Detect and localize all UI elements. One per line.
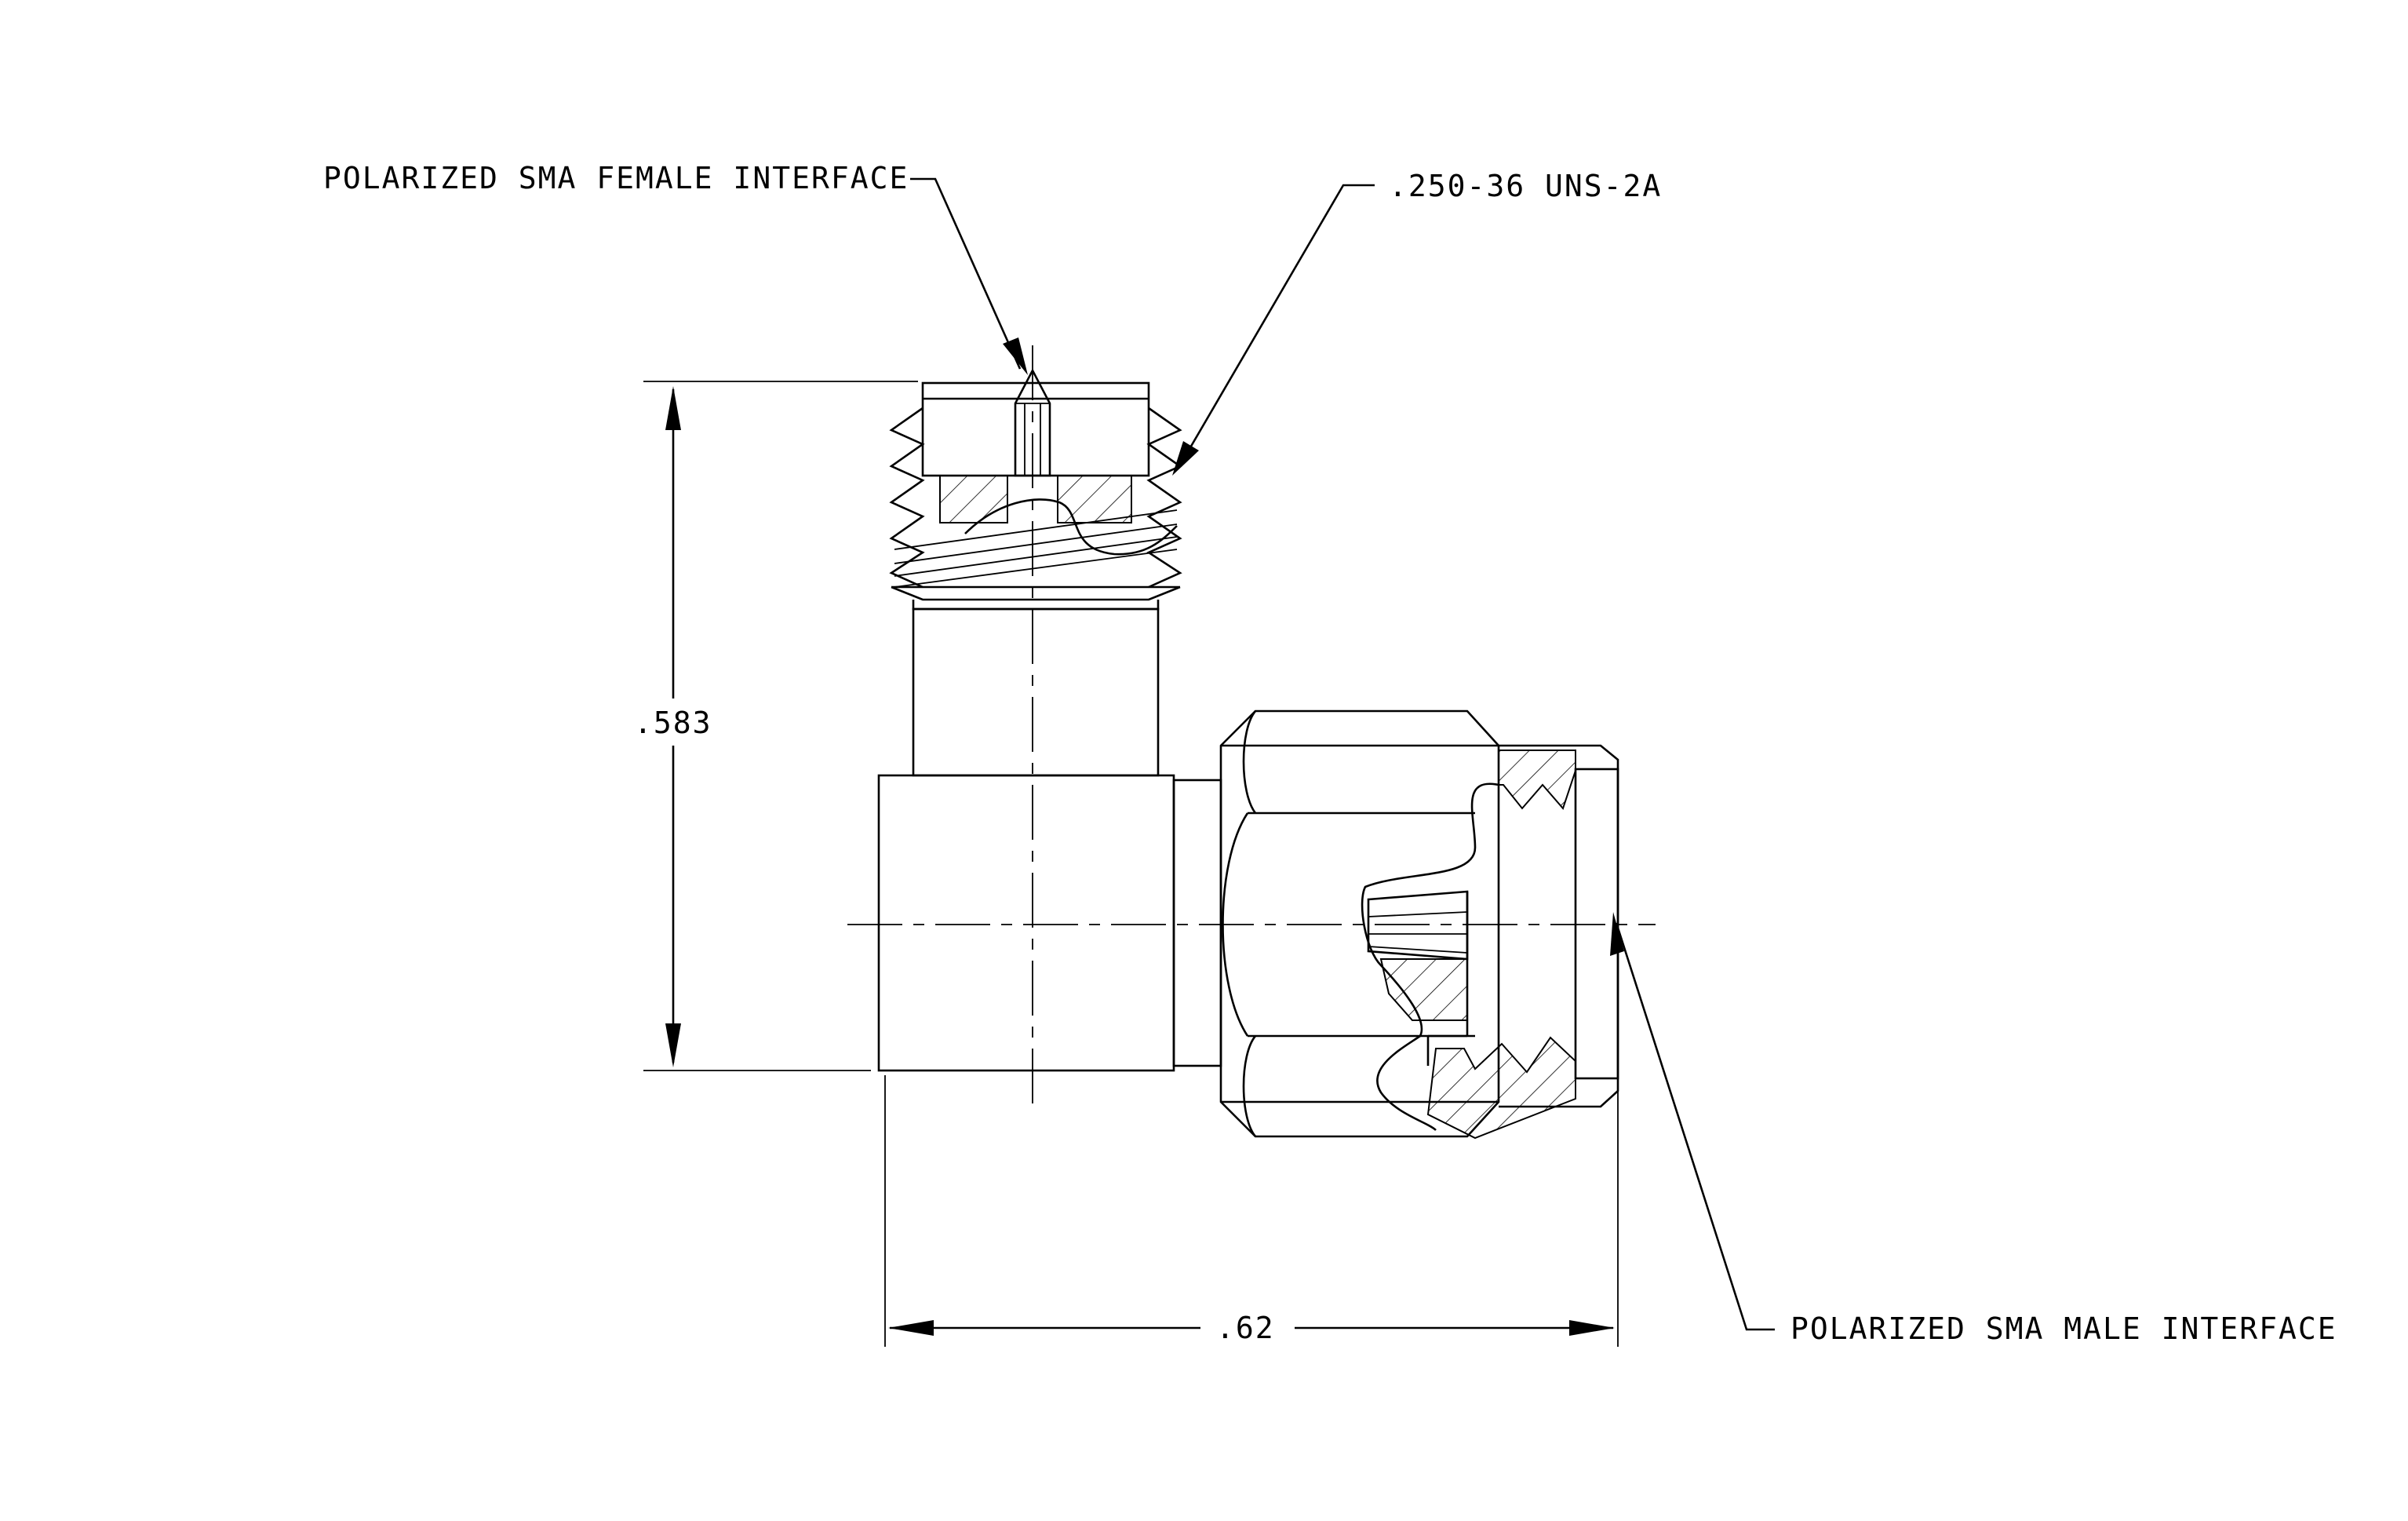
width-dimension-value: .62 — [1216, 1311, 1275, 1345]
female-interface-label: POLARIZED SMA FEMALE INTERFACE — [323, 161, 909, 195]
female-interface-leader — [910, 177, 1028, 375]
female-coupling-body — [889, 368, 1182, 777]
centerlines — [847, 345, 1656, 1114]
width-dimension — [884, 1075, 1619, 1347]
male-interface-label: POLARIZED SMA MALE INTERFACE — [1791, 1311, 2337, 1346]
male-interface-leader — [1610, 912, 1775, 1331]
thread-spec-leader — [1172, 184, 1375, 476]
thread-spec-label: .250-36 UNS-2A — [1389, 169, 1662, 203]
male-coupling-section — [1361, 744, 1619, 1140]
height-dimension — [643, 381, 918, 1071]
main-body — [877, 774, 1222, 1072]
height-dimension-value: .583 — [634, 706, 712, 740]
